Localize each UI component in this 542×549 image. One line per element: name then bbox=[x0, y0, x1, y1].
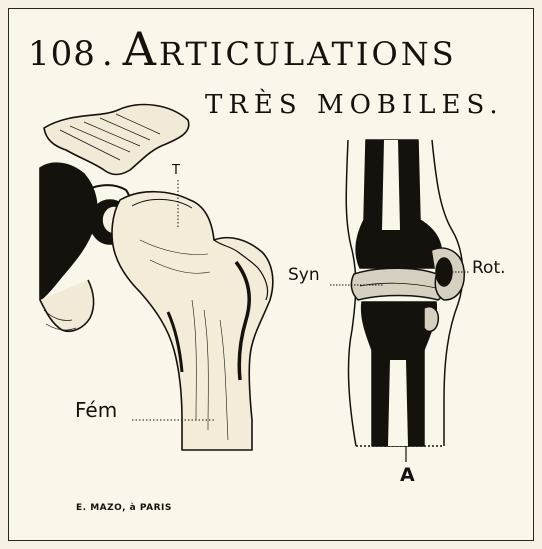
plate-number: 108 bbox=[28, 34, 96, 74]
pelvis-dark bbox=[40, 163, 97, 300]
plate-title: 108.Articulations bbox=[28, 22, 457, 76]
knee-joint-illustration bbox=[330, 140, 470, 462]
synovial-cavity bbox=[351, 268, 444, 300]
label-fem: Fém bbox=[75, 398, 117, 422]
title-word: Articulations bbox=[123, 22, 457, 76]
label-syn: Syn bbox=[288, 265, 320, 285]
label-t: T bbox=[172, 163, 180, 178]
femur-shape bbox=[112, 192, 273, 450]
plate-subtitle: TRÈS MOBILES. bbox=[205, 90, 504, 120]
title-separator: . bbox=[102, 34, 113, 74]
publisher-imprint: E. MAZO, à PARIS bbox=[76, 503, 172, 513]
label-rot: Rot. bbox=[472, 258, 506, 278]
label-a: A bbox=[400, 464, 415, 486]
